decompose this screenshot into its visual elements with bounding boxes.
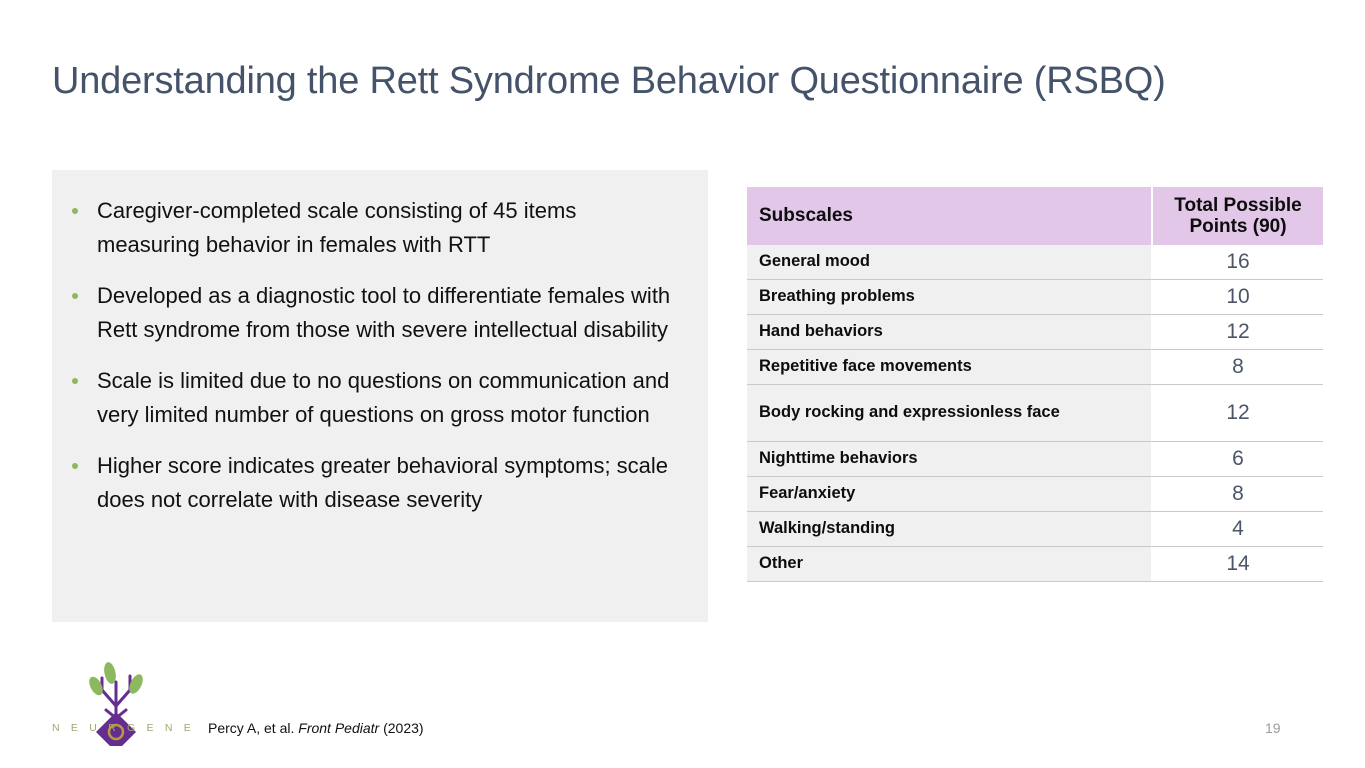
table-row: General mood 16 [747,245,1323,280]
table-row: Breathing problems 10 [747,280,1323,315]
table-body: General mood 16 Breathing problems 10 Ha… [747,245,1323,582]
table-row: Repetitive face movements 8 [747,350,1323,385]
citation-text: Percy A, et al. Front Pediatr (2023) [208,720,424,736]
table-row: Walking/standing 4 [747,512,1323,547]
cell-subscale-label: Other [747,547,1151,581]
bullet-dot-icon [72,293,78,299]
column-divider [1151,547,1153,581]
bullet-text: Developed as a diagnostic tool to differ… [97,283,671,342]
bullet-text: Caregiver-completed scale consisting of … [97,198,577,257]
bullet-list: Caregiver-completed scale consisting of … [72,194,682,517]
cell-points-value: 4 [1153,512,1323,546]
bullet-panel: Caregiver-completed scale consisting of … [52,170,708,622]
cell-points-value: 12 [1153,315,1323,349]
column-header-line-1: Total Possible [1174,194,1302,216]
cell-subscale-label: General mood [747,245,1151,279]
citation-journal: Front Pediatr [298,720,380,736]
cell-subscale-label: Body rocking and expressionless face [747,385,1151,441]
column-divider [1151,385,1153,441]
neurogene-logo-icon [60,660,172,752]
cell-points-value: 8 [1153,350,1323,384]
column-divider [1151,315,1153,349]
page-title: Understanding the Rett Syndrome Behavior… [52,60,1166,102]
bullet-dot-icon [72,208,78,214]
bullet-dot-icon [72,463,78,469]
neurogene-wordmark: N E U R G E N E [52,722,195,734]
bullet-text: Higher score indicates greater behaviora… [97,453,669,512]
column-header-total-points: Total Possible Points (90) [1153,187,1323,245]
cell-points-value: 8 [1153,477,1323,511]
table-row: Other 14 [747,547,1323,582]
cell-subscale-label: Nighttime behaviors [747,442,1151,476]
column-divider [1151,350,1153,384]
column-divider [1151,477,1153,511]
table-row: Nighttime behaviors 6 [747,442,1323,477]
cell-subscale-label: Fear/anxiety [747,477,1151,511]
citation-suffix: (2023) [379,720,424,736]
bullet-text: Scale is limited due to no questions on … [97,368,670,427]
column-divider [1151,512,1153,546]
column-divider [1151,245,1153,279]
rsbq-subscales-table: Subscales Total Possible Points (90) Gen… [747,187,1323,582]
table-header-row: Subscales Total Possible Points (90) [747,187,1323,245]
cell-subscale-label: Hand behaviors [747,315,1151,349]
column-divider [1151,280,1153,314]
list-item: Scale is limited due to no questions on … [72,364,682,432]
cell-subscale-label: Walking/standing [747,512,1151,546]
cell-subscale-label: Repetitive face movements [747,350,1151,384]
column-header-subscales: Subscales [747,187,1151,245]
cell-points-value: 16 [1153,245,1323,279]
list-item: Caregiver-completed scale consisting of … [72,194,682,262]
table-row: Body rocking and expressionless face 12 [747,385,1323,442]
cell-points-value: 14 [1153,547,1323,581]
cell-points-value: 12 [1153,385,1323,441]
cell-points-value: 6 [1153,442,1323,476]
page-number: 19 [1265,720,1281,736]
cell-points-value: 10 [1153,280,1323,314]
list-item: Developed as a diagnostic tool to differ… [72,279,682,347]
citation-prefix: Percy A, et al. [208,720,299,736]
column-divider [1151,187,1153,245]
table-row: Hand behaviors 12 [747,315,1323,350]
column-header-line-2: Points (90) [1189,216,1287,237]
list-item: Higher score indicates greater behaviora… [72,449,682,517]
column-divider [1151,442,1153,476]
table-row: Fear/anxiety 8 [747,477,1323,512]
bullet-dot-icon [72,378,78,384]
cell-subscale-label: Breathing problems [747,280,1151,314]
